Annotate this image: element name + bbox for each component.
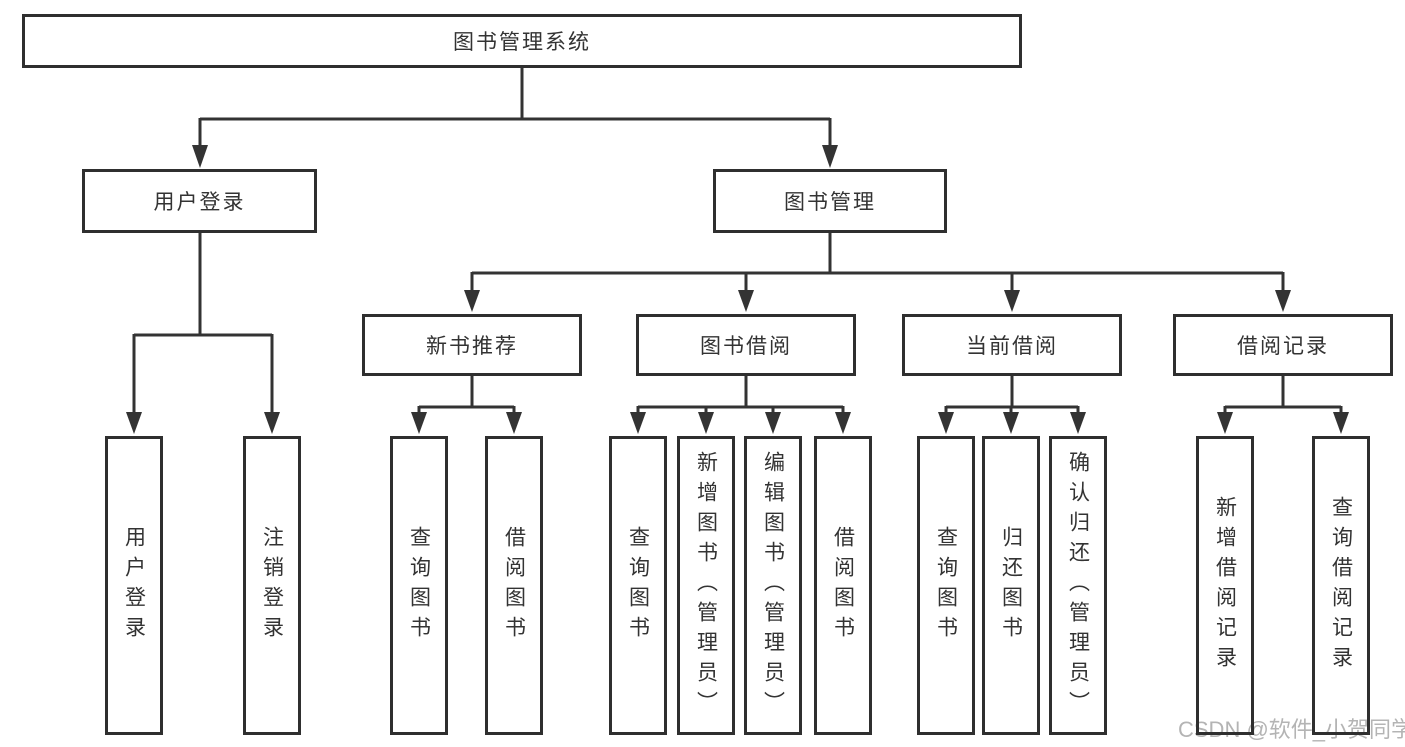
leaf-return-books: 归还图书 <box>982 436 1040 735</box>
leaf-confirm-return-admin: 确认归还（管理员） <box>1049 436 1107 735</box>
leaf-query-books-recommend: 查询图书 <box>390 436 448 735</box>
leaf-query-borrow-record: 查询借阅记录 <box>1312 436 1370 735</box>
leaf-query-books-borrow-label: 查询图书 <box>626 525 650 646</box>
node-root: 图书管理系统 <box>22 14 1022 68</box>
node-root-label: 图书管理系统 <box>453 31 591 54</box>
leaf-add-book-admin: 新增图书（管理员） <box>677 436 735 735</box>
leaf-query-books-current: 查询图书 <box>917 436 975 735</box>
node-book-management: 图书管理 <box>713 169 947 233</box>
leaf-add-borrow-record-label: 新增借阅记录 <box>1213 495 1237 676</box>
node-book-borrow-label: 图书借阅 <box>700 335 792 358</box>
node-user-login: 用户登录 <box>82 169 317 233</box>
leaf-borrow-books: 借阅图书 <box>814 436 872 735</box>
leaf-query-books-current-label: 查询图书 <box>934 525 958 646</box>
leaf-edit-book-admin: 编辑图书（管理员） <box>744 436 802 735</box>
leaf-user-login: 用户登录 <box>105 436 163 735</box>
leaf-query-books-recommend-label: 查询图书 <box>407 525 431 646</box>
leaf-query-borrow-record-label: 查询借阅记录 <box>1329 495 1353 676</box>
node-borrow-records-label: 借阅记录 <box>1237 335 1329 358</box>
node-book-management-label: 图书管理 <box>784 191 876 214</box>
leaf-edit-book-admin-label: 编辑图书（管理员） <box>761 450 785 721</box>
node-current-borrow-label: 当前借阅 <box>966 335 1058 358</box>
arrowheads <box>126 145 1349 434</box>
leaf-borrow-books-recommend-label: 借阅图书 <box>502 525 526 646</box>
csdn-watermark: CSDN @软件_小贺同学 <box>1178 717 1405 742</box>
node-current-borrow: 当前借阅 <box>902 314 1122 376</box>
leaf-logout: 注销登录 <box>243 436 301 735</box>
node-borrow-records: 借阅记录 <box>1173 314 1393 376</box>
leaf-borrow-books-recommend: 借阅图书 <box>485 436 543 735</box>
leaf-add-book-admin-label: 新增图书（管理员） <box>694 450 718 721</box>
node-new-book-recommend-label: 新书推荐 <box>426 335 518 358</box>
node-new-book-recommend: 新书推荐 <box>362 314 582 376</box>
leaf-confirm-return-admin-label: 确认归还（管理员） <box>1066 450 1090 721</box>
leaf-add-borrow-record: 新增借阅记录 <box>1196 436 1254 735</box>
leaf-query-books-borrow: 查询图书 <box>609 436 667 735</box>
leaf-logout-label: 注销登录 <box>260 525 284 646</box>
leaf-borrow-books-label: 借阅图书 <box>831 525 855 646</box>
node-book-borrow: 图书借阅 <box>636 314 856 376</box>
leaf-return-books-label: 归还图书 <box>999 525 1023 646</box>
leaf-user-login-label: 用户登录 <box>122 525 146 646</box>
node-user-login-label: 用户登录 <box>153 191 246 214</box>
